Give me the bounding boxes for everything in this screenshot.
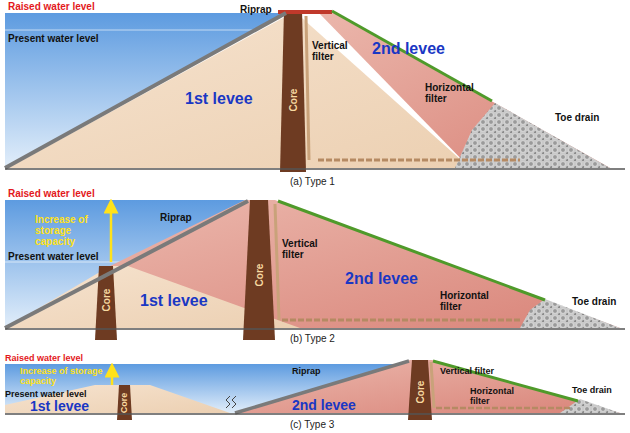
core-label: Core [101,289,112,312]
part-label: Horizontal filter [425,82,485,104]
water-level-label: Present water level [5,389,87,399]
levee-label: 2nd levee [345,270,418,287]
part-label: Vertical filter [282,238,327,260]
levee-label: 2nd levee [292,398,356,413]
panel-caption: (b) Type 2 [290,333,335,344]
type2-section [5,200,625,340]
type3-section [5,360,625,420]
core-label: Core [288,89,299,112]
levee-label: 1st levee [30,399,89,414]
part-label: Riprap [292,366,321,376]
water-level-label: Raised water level [8,1,95,12]
part-label: Toe drain [555,112,599,123]
levee-label: 1st levee [185,90,253,107]
core-label: Core [254,264,265,287]
water-level-label: Raised water level [5,353,83,363]
part-label: Toe drain [572,385,612,395]
part-label: Horizontal filter [440,290,495,312]
panel-caption: (c) Type 3 [290,419,334,430]
levee-label: 2nd levee [372,40,445,57]
water-level-label: Raised water level [8,188,95,199]
part-label: Horizontal filter [470,386,522,406]
part-label: Riprap [160,212,192,223]
levee-label: 1st levee [140,292,208,309]
part-label: Vertical filter [440,366,494,376]
part-label: Riprap [240,4,272,15]
annotation-label: Increase of storage capacity [35,214,107,247]
water-level-label: Present water level [8,251,99,262]
panel-caption: (a) Type 1 [290,176,335,187]
part-label: Vertical filter [312,40,357,62]
core-label: Core [415,381,426,404]
annotation-label: Increase of storage capacity [20,366,105,386]
type1-section [5,10,625,172]
part-label: Toe drain [572,296,616,307]
core-label: Core [119,393,129,414]
water-level-label: Present water level [8,33,99,44]
